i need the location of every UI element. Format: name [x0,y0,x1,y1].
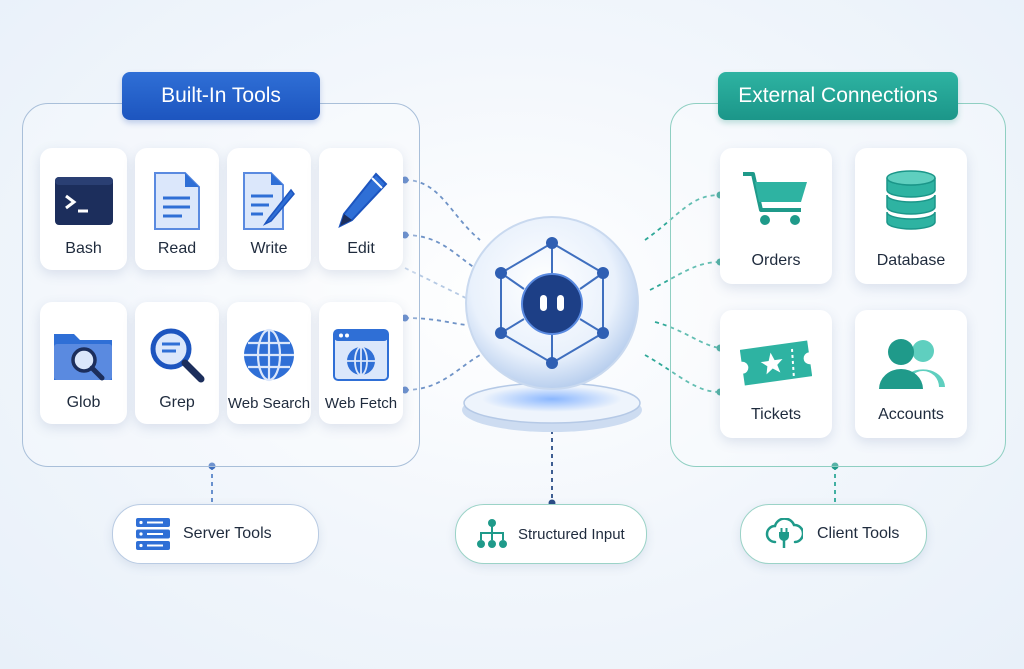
tool-label: Read [157,240,197,257]
connection-card-accounts[interactable]: Accounts [855,310,967,438]
tool-label: Write [250,240,288,257]
tool-card-web-fetch[interactable]: Web Fetch [319,302,403,424]
tool-card-write[interactable]: Write [227,148,311,270]
external-connections-title: External Connections [718,72,958,120]
structured-input-label: Structured Input [518,525,625,543]
tool-card-grep[interactable]: Grep [135,302,219,424]
tool-card-glob[interactable]: Glob [40,302,127,424]
connection-card-database[interactable]: Database [855,148,967,284]
terminal-icon [54,170,114,232]
document-icon [152,170,202,232]
connection-card-orders[interactable]: Orders [720,148,832,284]
tool-card-read[interactable]: Read [135,148,219,270]
users-icon [875,332,947,394]
ticket-icon [740,332,812,394]
client-tools-label: Client Tools [817,525,900,542]
structured-input-chip[interactable]: Structured Input [455,504,647,564]
central-hub [455,205,650,445]
connection-label: Tickets [750,406,802,423]
connection-label: Orders [751,252,801,269]
write-document-icon [241,170,297,232]
hierarchy-icon [476,518,508,550]
cloud-plug-icon [765,518,803,550]
tool-label: Web Fetch [324,395,398,412]
tool-label: Web Search [227,395,311,412]
client-tools-chip[interactable]: Client Tools [740,504,927,564]
built-in-tools-title: Built-In Tools [122,72,320,120]
tool-card-bash[interactable]: Bash [40,148,127,270]
database-icon [883,168,939,230]
tool-label: Bash [65,240,102,257]
magnifier-icon [148,324,206,386]
connection-label: Accounts [878,406,944,423]
tool-label: Edit [347,240,375,257]
shopping-cart-icon [741,168,811,230]
tool-card-web-search[interactable]: Web Search [227,302,311,424]
connection-label: Database [876,252,946,269]
server-icon [135,517,171,551]
globe-icon [241,324,297,386]
tool-card-edit[interactable]: Edit [319,148,403,270]
folder-search-icon [52,324,116,386]
server-tools-chip[interactable]: Server Tools [112,504,319,564]
pencil-icon [334,170,388,232]
connection-card-tickets[interactable]: Tickets [720,310,832,438]
browser-globe-icon [332,324,390,386]
server-tools-label: Server Tools [183,525,272,542]
tool-label: Grep [159,394,195,411]
tool-label: Glob [66,394,101,411]
